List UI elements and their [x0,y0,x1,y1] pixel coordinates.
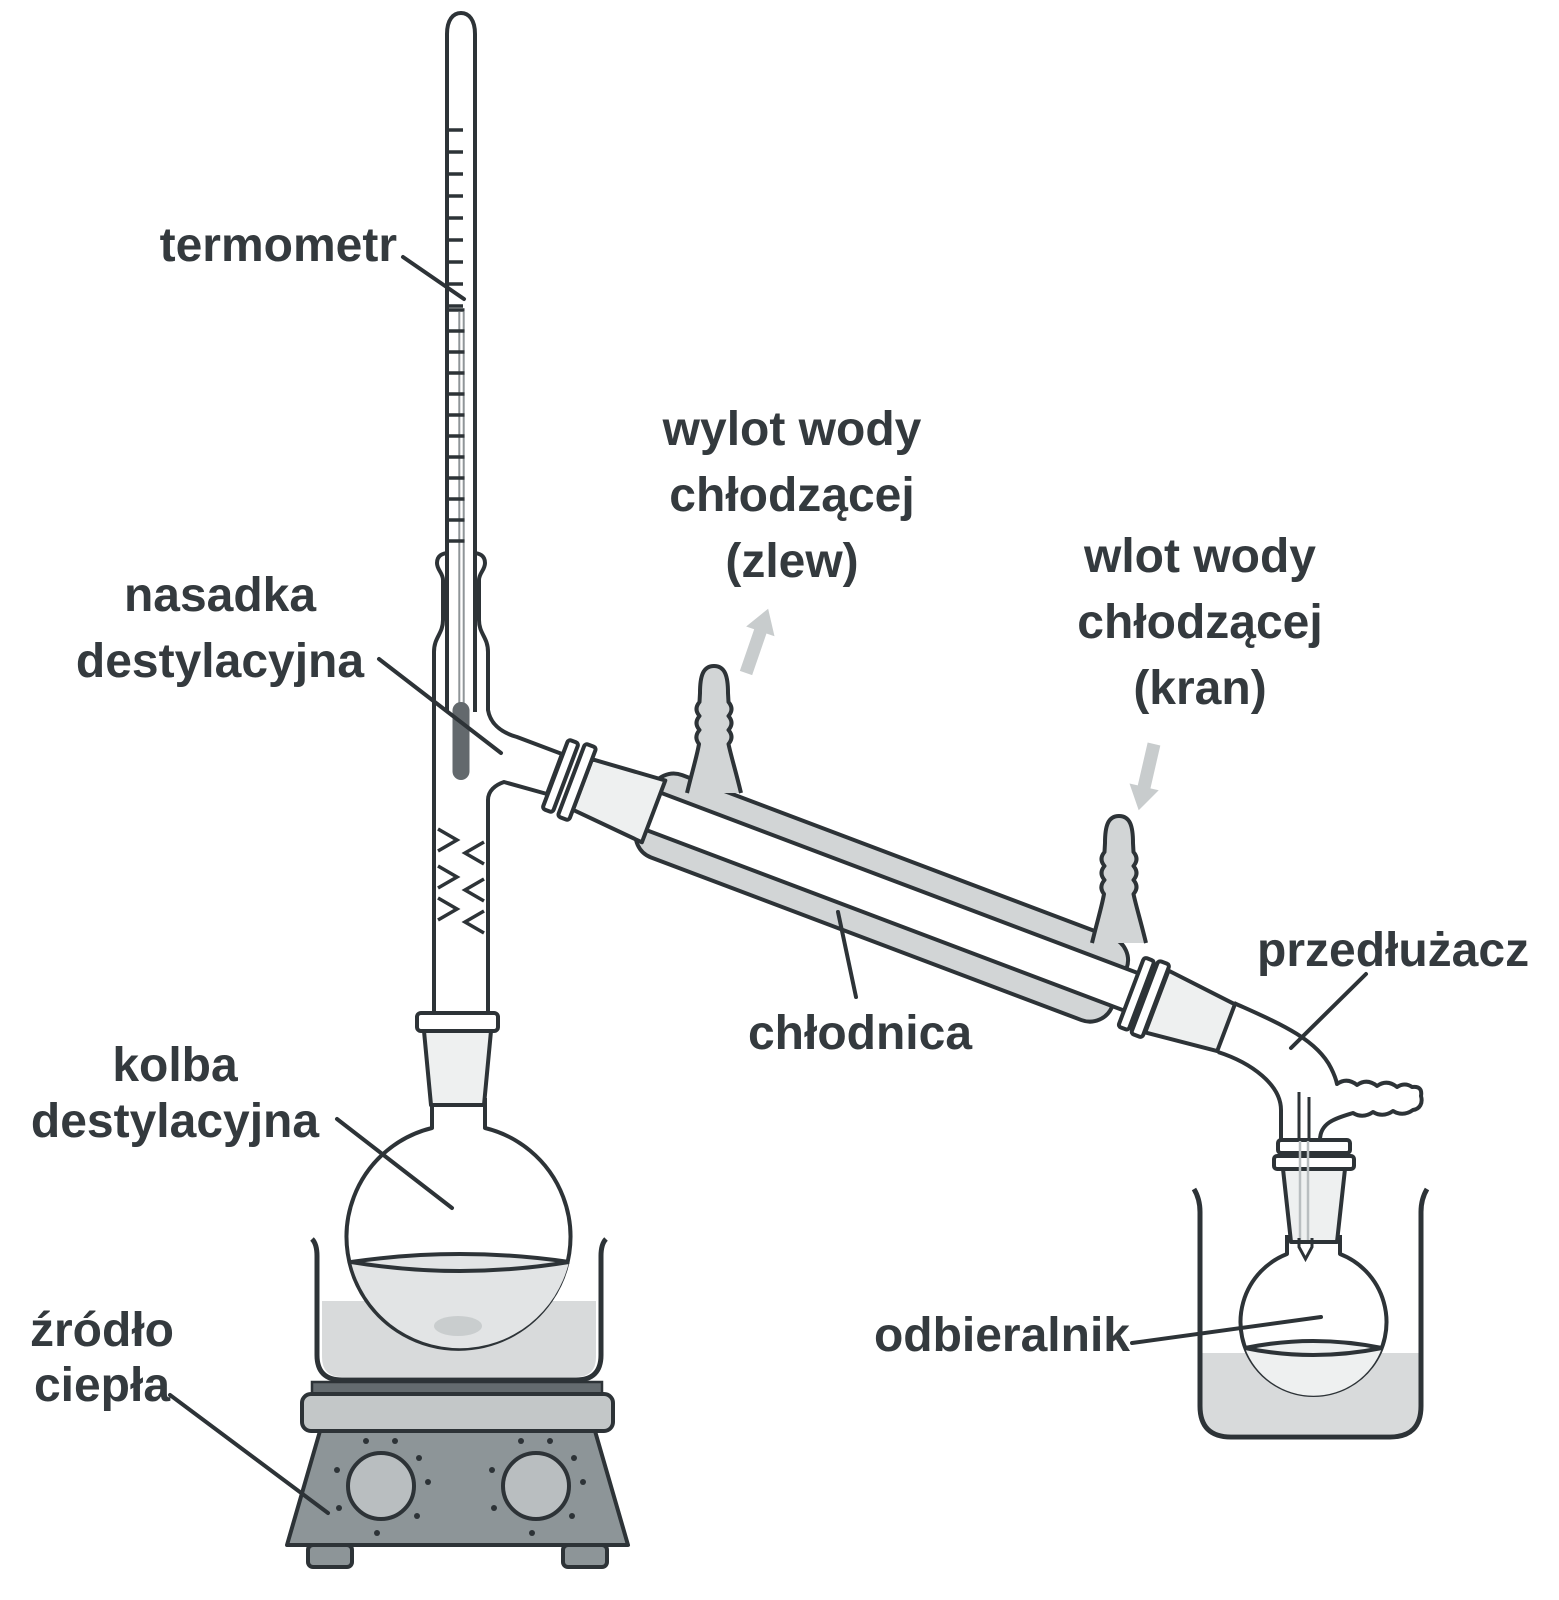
cooling-water-outlet-barb [685,664,743,794]
label-przedluzacz: przedłużacz [1257,924,1529,977]
vacuum-adapter [1116,956,1424,1145]
label-nasadka-line1: nasadka [124,569,316,622]
condenser [571,664,1161,1024]
column-indents-left [437,827,461,922]
water-inlet-arrow-icon [1129,742,1161,811]
water-outlet-arrow-icon [739,608,775,676]
flask-joint-cone [422,1029,493,1107]
hotplate-foot-left [306,1543,354,1569]
label-wlot-line3: (kran) [1133,662,1266,715]
condenser-inner-tube [633,786,1161,1021]
liquid-surface-front [350,1260,570,1273]
column-indents-right [461,840,485,935]
hotplate-knob-right [501,1451,571,1521]
adapter-body [1217,1001,1424,1145]
label-wylot-line3: (zlew) [725,535,858,588]
heat-source-hotplate [285,1380,630,1569]
leader-przedluzacz [1289,972,1368,1050]
thermometer-capillary [458,312,465,706]
stir-bar [434,1316,482,1336]
hotplate-speckles [334,1438,586,1536]
receiver-joint-cone [1281,1167,1347,1244]
adapter-receiver-joint [1272,1138,1356,1263]
receiving-flask [1238,1235,1389,1397]
label-nasadka-line2: destylacyjna [76,635,364,688]
beaker [1191,1187,1430,1440]
hotplate-top-block [300,1392,615,1433]
drip-tube-through-joint [1298,1141,1310,1240]
thermometer-scale-fine [449,308,465,543]
distillation-flask [344,1098,573,1351]
label-zrodlo-line2: ciepła [34,1359,170,1412]
label-wylot-line1: wylot wody [662,403,922,456]
leader-chlodnica [836,910,858,999]
joint-ring-flask [415,1011,500,1033]
label-zrodlo-line1: źródło [30,1304,174,1357]
joint-ring-head-a [541,738,580,814]
joint-ring-receiver-a [1276,1138,1352,1155]
distillate-surface-front [1244,1346,1383,1357]
cooling-water-inlet-barb [1090,814,1148,944]
joint-ring-receiver-b [1272,1154,1356,1171]
thermometer-tube [445,11,477,712]
hotplate-body [285,1429,630,1547]
label-chlodnica: chłodnica [748,1007,972,1060]
hotplate-foot-right [561,1543,609,1569]
thermometer [445,11,477,780]
flask-liquid [351,1254,569,1349]
leader-kolba [335,1117,454,1210]
hotplate-knob-left [346,1451,416,1521]
label-wylot-line2: chłodzącej [669,469,914,522]
joint-ring-condenser-a [1116,956,1156,1032]
label-wlot-line1: wlot wody [1083,530,1316,583]
head-flask-joint [415,1011,500,1107]
drip-tube-upper [1297,1092,1311,1141]
label-termometr: termometr [160,219,397,272]
label-wlot-line2: chłodzącej [1077,596,1322,649]
drip-tube-tip [1297,1238,1314,1263]
leader-odbieralnik [1130,1315,1323,1345]
joint-ring-head-b [556,742,598,822]
distillate-surface-back [1244,1339,1383,1350]
leader-termometr [401,255,466,301]
liquid-surface-back [350,1252,570,1264]
label-odbieralnik: odbieralnik [874,1309,1130,1362]
water-bath-vessel [310,1237,608,1383]
thermometer-bulb [452,702,470,780]
thermometer-scale-upper [449,128,463,308]
leader-zrodlo [168,1393,330,1515]
joint-ring-condenser-b [1129,959,1171,1039]
leader-nasadka [377,657,503,755]
label-kolba-line2: destylacyjna [31,1095,319,1148]
label-kolba-line1: kolba [112,1039,238,1092]
